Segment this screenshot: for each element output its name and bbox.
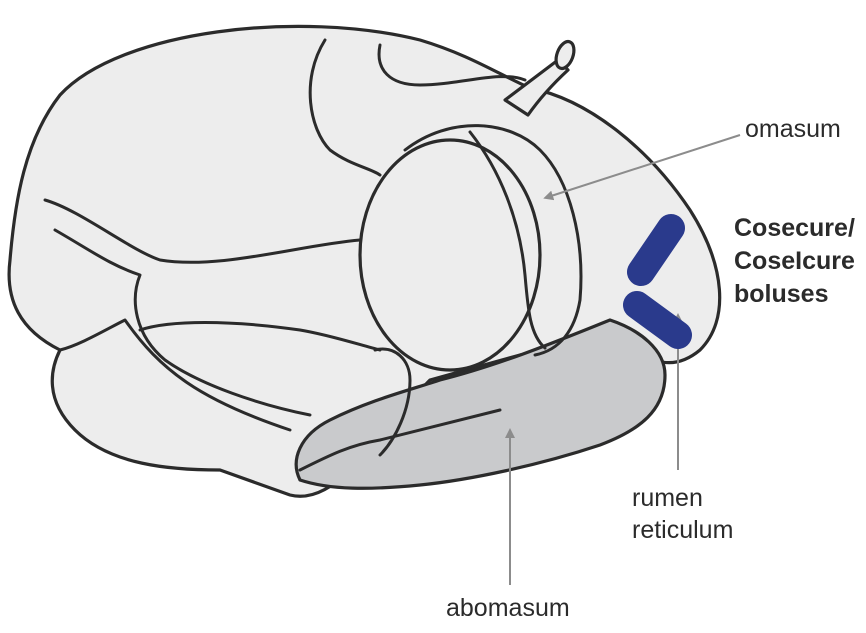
bolus-label-line-2: CoseIcure [734,245,855,278]
rumen-label-line-2: reticulum [632,514,733,546]
rumen-reticulum-label: rumen reticulum [632,482,733,546]
abomasum-label: abomasum [446,592,570,624]
omasum [360,140,540,370]
bolus-label-line-3: boluses [734,278,855,311]
omasum-label: omasum [745,113,841,145]
rumen-label-line-1: rumen [632,482,733,514]
bolus-label-line-1: Cosecure/ [734,212,855,245]
bolus-label: Cosecure/ CoseIcure boluses [734,212,855,311]
esophagus-opening [553,39,578,71]
